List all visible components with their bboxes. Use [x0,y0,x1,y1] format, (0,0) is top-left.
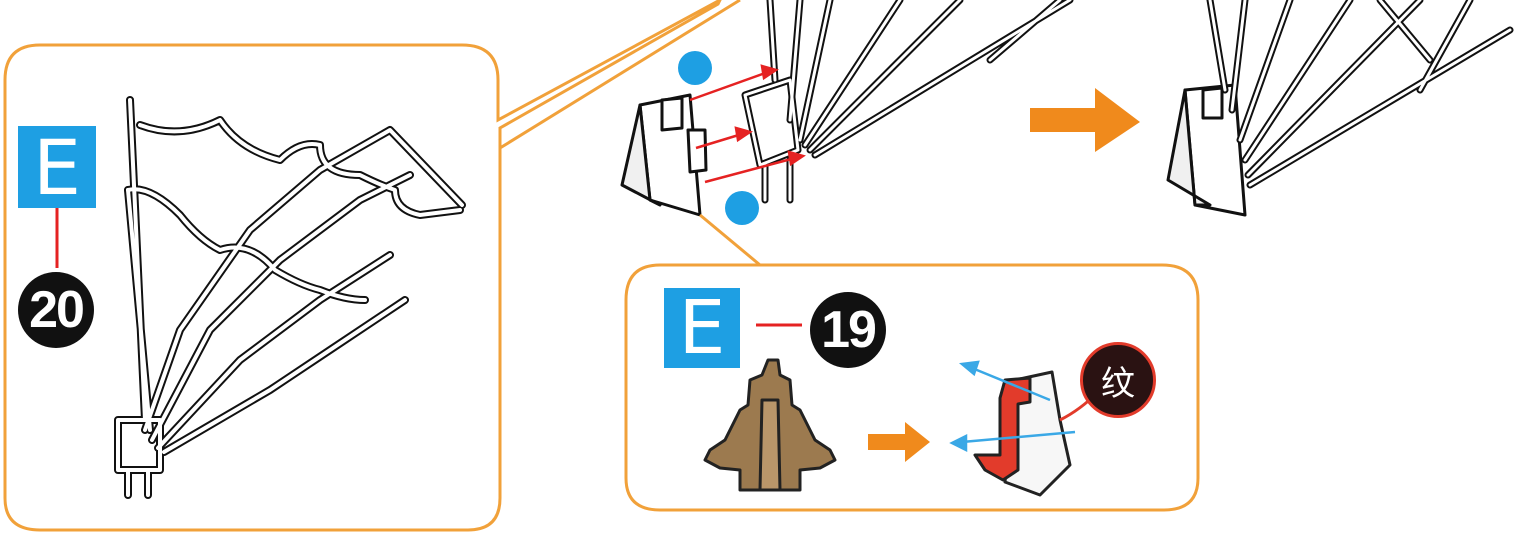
assembled-fan-frame [1210,0,1510,185]
marker-dot [678,51,712,85]
marker-dot [725,191,759,225]
base-bracket-part [622,95,706,215]
part-letter-box: E [18,126,96,208]
fan-frame-part-inner [745,0,1070,200]
part-number-badge: 19 [810,292,886,368]
direction-arrow [1030,88,1140,152]
callout-pointer-line [700,215,760,265]
brown-part-e19 [705,360,835,490]
part-number-badge: 20 [18,272,94,348]
direction-arrow [868,422,930,462]
fan-frame-part-inner [118,100,462,495]
pattern-badge: 纹 [1080,342,1156,418]
part-letter-box: E [664,288,740,368]
